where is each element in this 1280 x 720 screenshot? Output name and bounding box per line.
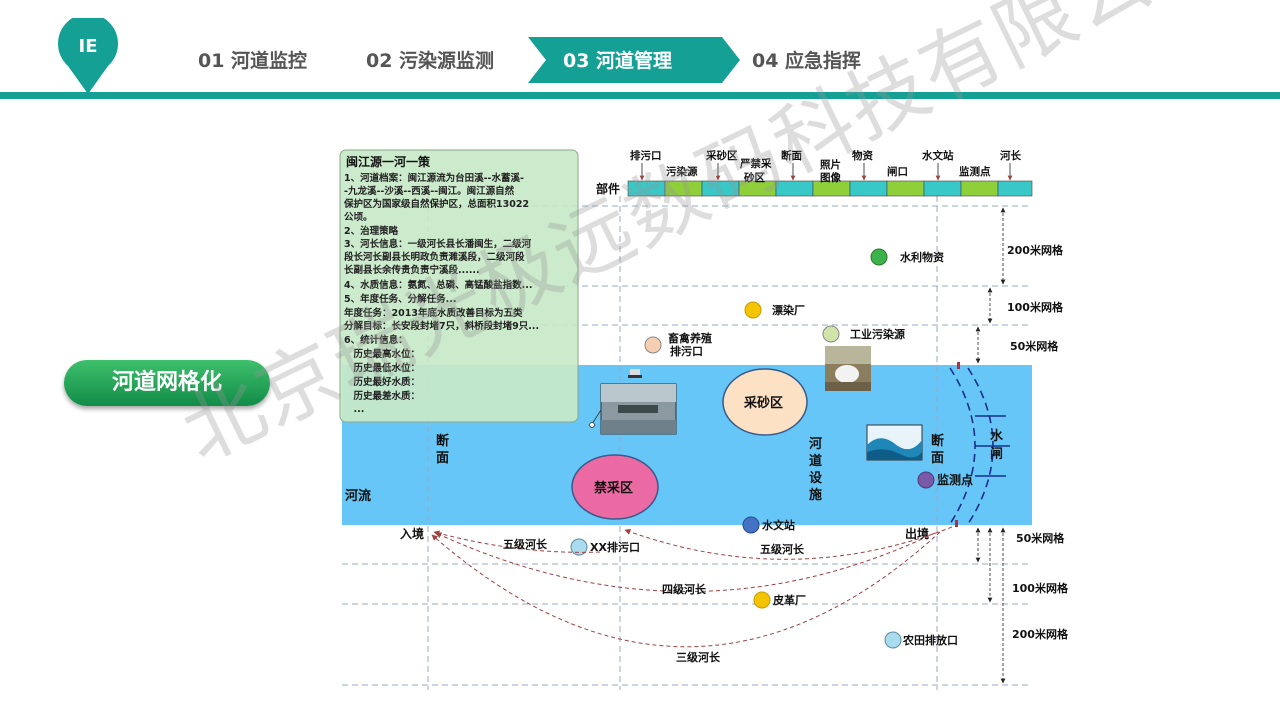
point-dye-plant-label: 漂染厂 (772, 303, 805, 317)
section-right-2: 面 (931, 451, 944, 466)
svg-text:河: 河 (809, 436, 822, 452)
point-tannery (753, 591, 771, 609)
point-monitor (917, 471, 935, 489)
river-photo-boat (600, 383, 677, 435)
section-left-1: 断 (436, 433, 449, 449)
sand-zone (722, 368, 808, 436)
header-divider (0, 92, 1280, 99)
point-industrial-pollution-label: 工业污染源 (850, 327, 905, 341)
logo-pin-icon (58, 18, 118, 94)
comp-label-sand-zone: 采砂区 (705, 149, 738, 162)
point-farm-outfall-label: 农田排放口 (902, 633, 958, 647)
info-line: -九龙溪--沙溪--西溪--闽江。闽江源自然 (344, 185, 515, 197)
comp-label-photo-2: 图像 (820, 171, 841, 184)
point-livestock-outfall (644, 336, 662, 354)
svg-text:设: 设 (809, 471, 823, 486)
info-line: ... (344, 404, 364, 415)
info-line: 保护区为国家级自然保护区，总面积13022 (343, 198, 529, 210)
info-line: 历史最高水位： (344, 348, 420, 360)
comp-label-gate: 闸口 (887, 165, 908, 178)
entry-label: 入境 (400, 526, 424, 541)
nav-tab-active-bg (528, 37, 740, 83)
svg-text:水: 水 (990, 428, 1004, 444)
river-chief-level3: 三级河长 (676, 650, 721, 664)
svg-text:闸: 闸 (990, 446, 1003, 462)
info-line: 历史最好水质： (344, 376, 420, 388)
info-line: 3、河长信息：一级河长县长潘闽生，二级河 (344, 238, 532, 250)
river-chief-level5-right: 五级河长 (760, 542, 805, 556)
info-line: 4、水质信息：氨氮、总磷、高锰酸盐指数... (344, 279, 532, 291)
comp-label-section: 断面 (781, 149, 802, 162)
industrial-pollution-photo (825, 346, 871, 391)
grid-label-100-upper: 100米网格 (1007, 300, 1064, 314)
point-tannery-label: 皮革厂 (772, 593, 806, 607)
sand-zone-label: 采砂区 (743, 395, 783, 411)
info-box (339, 149, 579, 423)
point-xx-outfall-label: XX排污口 (590, 540, 640, 554)
river-chief-level5-left: 五级河长 (503, 537, 548, 551)
svg-text:施: 施 (809, 487, 822, 503)
comp-label-photo-1: 照片 (820, 158, 841, 171)
nav-tab-emergency-command[interactable]: 04 应急指挥 (752, 50, 862, 72)
river-name-label: 河流 (345, 488, 371, 504)
info-line: 5、年度任务、分解任务... (344, 293, 456, 305)
components-label: 部件 (596, 181, 620, 196)
boat-icon (628, 369, 642, 378)
water-gate-label: 水闸 (990, 428, 1004, 462)
point-livestock-label-1: 畜禽养殖 (668, 331, 712, 345)
grid-label-100-lower: 100米网格 (1012, 581, 1069, 595)
point-industrial-pollution (822, 325, 840, 343)
point-water-materials (870, 248, 888, 266)
info-line: 6、统计信息： (344, 334, 408, 346)
point-hydro-station (742, 516, 760, 534)
nav-tab-pollution-monitoring[interactable]: 02 污染源监测 (366, 50, 495, 72)
info-box-title: 闽江源一河一策 (346, 154, 431, 169)
comp-label-outfall: 排污口 (630, 149, 662, 162)
grid-label-50-upper: 50米网格 (1010, 339, 1059, 353)
components-bar (627, 180, 1033, 197)
nav-tab-river-management[interactable]: 03 河道管理 (563, 50, 673, 72)
info-line: 段长河长副县长明政负责濉溪段，二级河段 (344, 251, 525, 263)
point-dye-plant (744, 301, 762, 319)
comp-label-hydro-station: 水文站 (921, 149, 954, 162)
info-line: 长副县长余传贵负责宁溪段...... (344, 264, 480, 276)
info-line: 1、河道档案：闽江源流为台田溪--水蓄溪- (344, 172, 524, 184)
point-water-materials-label: 水利物资 (900, 250, 944, 264)
info-line: 分解目标：长安段封堵7只，斜桥段封堵9只... (344, 320, 539, 332)
info-line: 公顷。 (344, 212, 373, 223)
info-line: 历史最低水位： (344, 362, 420, 374)
point-hydro-station-label: 水文站 (762, 518, 795, 532)
point-xx-outfall (570, 538, 588, 556)
nav-tab-river-monitoring[interactable]: 01 河道监控 (198, 50, 308, 72)
ban-zone (571, 454, 659, 520)
comp-label-materials: 物资 (852, 149, 873, 162)
comp-label-ban-sand-2: 砂区 (743, 171, 765, 184)
section-right-1: 断 (931, 433, 944, 449)
grid-label-200-lower: 200米网格 (1012, 627, 1069, 641)
river-photo-waves (866, 424, 923, 461)
info-line: 2、治理策略 (344, 225, 399, 237)
comp-label-pollution: 污染源 (666, 165, 698, 178)
info-line: 历史最差水质： (344, 390, 420, 402)
point-farm-outfall (884, 631, 902, 649)
logo-text: IE (78, 36, 98, 57)
ban-zone-label: 禁采区 (594, 480, 633, 496)
river-chief-level4: 四级河长 (662, 582, 707, 596)
svg-text:道: 道 (809, 453, 822, 469)
point-monitor-label: 监测点 (937, 472, 973, 487)
comp-label-river-chief: 河长 (1000, 149, 1021, 162)
section-left-2: 面 (436, 451, 449, 466)
grid-label-50-lower: 50米网格 (1016, 531, 1065, 545)
point-livestock-label-2: 排污口 (670, 344, 703, 358)
comp-label-ban-sand-1: 严禁采 (739, 157, 772, 170)
info-line: 年度任务：2013年底水质改善目标为五类 (344, 307, 523, 319)
water-gate (949, 367, 1010, 525)
grid-label-200-upper: 200米网格 (1007, 243, 1064, 257)
river-grid-button[interactable]: 河道网格化 (64, 360, 270, 406)
comp-label-monitor: 监测点 (959, 165, 991, 178)
